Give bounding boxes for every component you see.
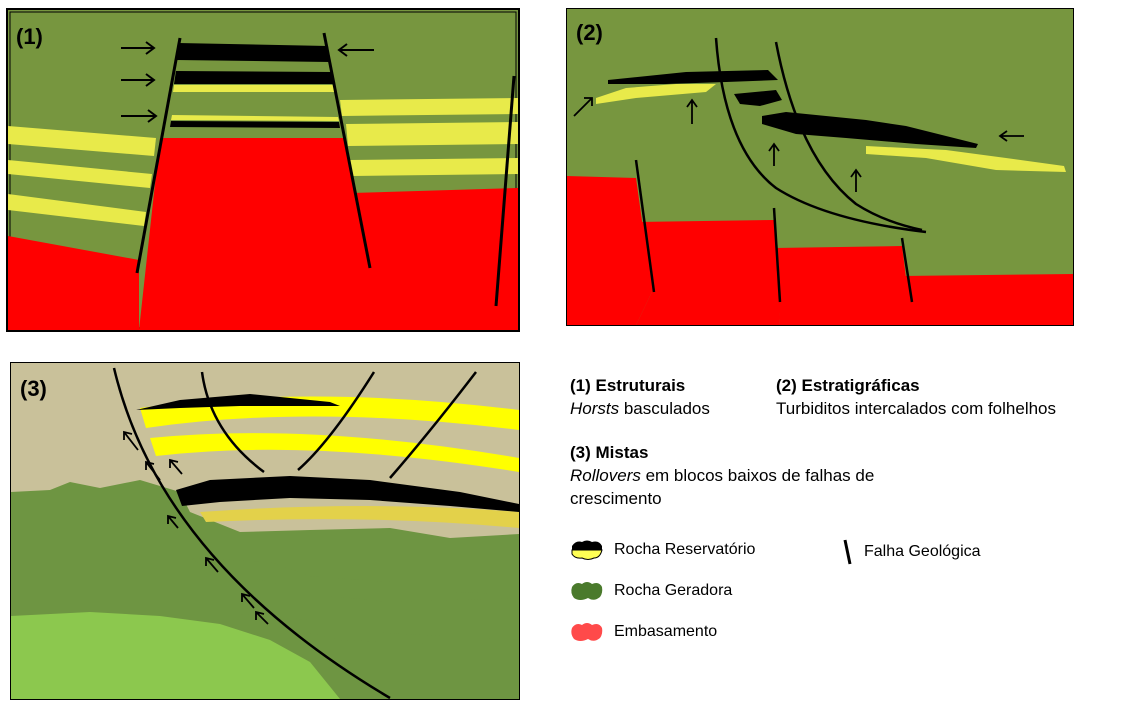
layer-left-2 <box>8 160 152 188</box>
fault-line-icon <box>112 367 391 700</box>
panel-label: (2) <box>576 20 603 45</box>
rollover-yellow-2 <box>150 433 519 472</box>
fault-line-icon <box>843 539 852 565</box>
reservoir-top-2 <box>174 71 334 84</box>
layer-left-1 <box>8 126 156 156</box>
migration-arrows <box>123 430 269 625</box>
turbidite-1 <box>596 84 716 104</box>
caption-mixed-title: (3) Mistas <box>570 443 649 462</box>
panel-stratigraphic: (2) <box>566 8 1074 326</box>
fault-line-icon <box>714 37 927 234</box>
panel-label: (3) <box>20 376 47 401</box>
reservoir-top-2b <box>173 85 335 92</box>
fault-line-icon <box>297 371 376 471</box>
legend-reservoir: Rocha Reservatório <box>570 538 755 562</box>
legend-basement: Embasamento <box>570 620 717 644</box>
caption-stratigraphic-desc: Turbiditos intercalados com folhelhos <box>776 399 1057 418</box>
rollover-yellow-3 <box>200 506 519 528</box>
layer-left-3 <box>8 194 146 226</box>
caption-structural-title: (1) Estruturais <box>570 376 686 395</box>
fault-line-icon <box>200 371 265 474</box>
reservoir-rock-swatch <box>571 540 603 560</box>
panel-structural: (1) <box>6 8 520 332</box>
caption-structural-rest: basculados <box>619 399 710 418</box>
panel-label: (1) <box>16 24 43 49</box>
reservoir-top-1 <box>176 43 330 62</box>
fault-line-icon <box>634 159 656 293</box>
basement-left <box>8 236 139 330</box>
fault-line-icon <box>135 37 182 274</box>
reservoir-top-3 <box>171 115 339 121</box>
reservoir-1 <box>608 70 778 84</box>
migration-arrows <box>573 97 1024 192</box>
caption-structural-italic: Horsts <box>570 399 620 418</box>
panel-mixed: (3) <box>10 362 520 700</box>
reservoir-3 <box>762 112 978 148</box>
fault-line-icon <box>389 371 477 479</box>
fault-line-icon <box>900 237 914 303</box>
legend-basement-label: Embasamento <box>614 623 718 640</box>
migration-arrows <box>121 41 374 123</box>
layer-right-2 <box>346 122 518 146</box>
caption-mixed-italic: Rollovers <box>570 466 641 485</box>
caption-structural-desc: Horsts basculados <box>570 398 710 419</box>
legend-source: Rocha Geradora <box>570 579 732 603</box>
basement-block-4 <box>902 274 1073 325</box>
basement-block-3 <box>774 246 912 325</box>
basement-right <box>352 188 518 330</box>
basement-horst <box>139 138 368 330</box>
caption-mixed-desc: Rollovers em blocos baixos de falhas de <box>570 465 874 486</box>
legend-fault-label: Falha Geológica <box>864 543 981 560</box>
reservoir-top-3b <box>170 121 340 128</box>
caption-mixed-desc-2: crescimento <box>570 489 662 508</box>
source-rock-swatch <box>571 582 603 600</box>
layer-right-3 <box>350 158 518 176</box>
basement-block-2 <box>636 220 780 325</box>
reservoir-rollover <box>176 476 519 512</box>
fault-line-icon <box>322 32 372 269</box>
basement-swatch <box>571 623 603 641</box>
layer-right-1 <box>340 98 518 116</box>
reservoir-2 <box>734 90 782 106</box>
source-rock-band-2 <box>240 614 519 644</box>
legend-source-label: Rocha Geradora <box>614 582 733 599</box>
turbidite-2 <box>866 146 1066 172</box>
reservoir-top <box>136 394 340 410</box>
source-rock-light <box>11 612 340 699</box>
source-rock-band <box>190 558 519 602</box>
basement-block-1 <box>567 176 652 325</box>
legend-reservoir-label: Rocha Reservatório <box>614 541 756 558</box>
caption-mixed-rest: em blocos baixos de falhas de <box>640 466 875 485</box>
fault-line-icon <box>772 207 782 303</box>
caption-stratigraphic-title: (2) Estratigráficas <box>776 376 920 395</box>
fault-line-icon <box>774 41 923 232</box>
fault-line-icon <box>494 75 516 307</box>
legend-fault: Falha Geológica <box>840 538 981 566</box>
